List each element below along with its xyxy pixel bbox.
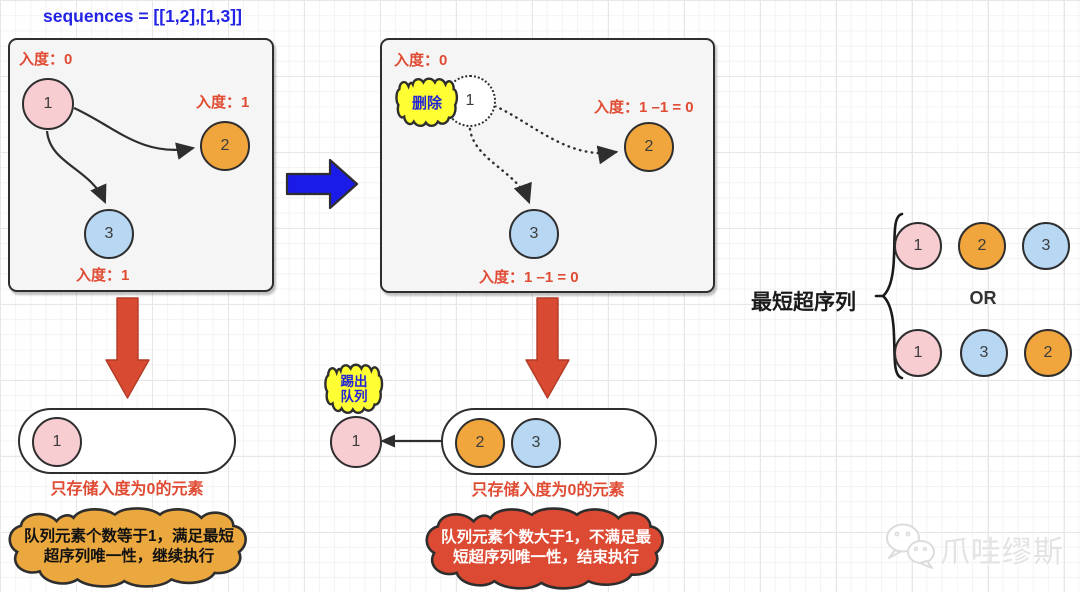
graph-after-edges: [468, 104, 619, 205]
page-title: sequences = [[1,2],[1,3]]: [43, 6, 242, 26]
graph-before-node-1: 1: [22, 78, 74, 130]
watermark-text: 爪哇缪斯: [940, 536, 1064, 569]
supersequence-label: 最短超序列: [751, 291, 856, 314]
cloud-shape-icon: [4, 504, 254, 590]
queue-before-caption: 只存储入度为0的元素: [50, 481, 204, 498]
queue-after-item-3: 3: [511, 418, 561, 468]
graph-before-box: 入度：0 入度：1 入度：1 1 2 3: [8, 38, 274, 292]
edge-1-to-3-dotted: [468, 127, 532, 205]
indegree-label-node1: 入度：0: [19, 51, 73, 68]
kick-out-label-line2: 队列: [340, 388, 368, 404]
graph-before-node-3: 3: [84, 209, 134, 259]
delete-label: 删除: [411, 94, 442, 112]
graph-before-node-2: 2: [200, 121, 250, 171]
graph-after-node-3: 3: [509, 209, 559, 259]
queue-before: 1: [18, 408, 236, 474]
callout-stop-cloud: 队列元素个数大于1，不满足最 短超序列唯一性，结束执行: [421, 504, 671, 592]
option1-circle-2: 2: [958, 222, 1006, 270]
dequeue-arrow-icon: [380, 434, 442, 448]
callout-continue-text: 队列元素个数等于1，满足最短 超序列唯一性，继续执行: [4, 504, 254, 590]
graph-before-edges: [45, 106, 196, 205]
cloud-shape-icon: [395, 76, 459, 128]
option2-circle-2: 2: [1024, 329, 1072, 377]
callout-stop-line2: 短超序列唯一性，结束执行: [452, 549, 639, 566]
callout-continue-cloud: 队列元素个数等于1，满足最短 超序列唯一性，继续执行: [4, 504, 254, 590]
kicked-node-1: 1: [330, 416, 382, 468]
kick-out-label: 踢出 队列: [324, 362, 384, 415]
cloud-shape-icon: [324, 362, 384, 415]
indegree-label-node2-after: 入度：1 –1 = 0: [594, 99, 694, 116]
indegree-label-node3-after: 入度：1 –1 = 0: [479, 269, 579, 286]
queue-after-caption: 只存储入度为0的元素: [471, 482, 625, 499]
transition-arrow-icon: [285, 158, 359, 210]
option1-circle-3: 3: [1022, 222, 1070, 270]
graph-after-box: 入度：0 入度：1 –1 = 0 入度：1 –1 = 0 1 2 3 删除: [380, 38, 715, 293]
callout-continue-line1: 队列元素个数等于1，满足最短: [23, 528, 235, 545]
cloud-shape-icon: [421, 504, 671, 592]
or-label: OR: [969, 288, 997, 308]
wechat-icon: [886, 523, 935, 569]
option2-circle-1: 1: [894, 329, 942, 377]
down-arrow-middle-icon: [525, 297, 570, 399]
option2-circle-3: 3: [960, 329, 1008, 377]
kick-out-cloud: 踢出 队列: [324, 362, 384, 415]
edge-1-to-3: [45, 130, 107, 205]
option1-circle-1: 1: [894, 222, 942, 270]
down-arrow-left-icon: [105, 297, 150, 399]
delete-cloud: 删除: [395, 76, 459, 128]
queue-after-item-2: 2: [455, 418, 505, 468]
queue-before-item-1: 1: [32, 417, 82, 467]
graph-after-node-2: 2: [624, 122, 674, 172]
indegree-label-node1-after: 入度：0: [394, 52, 448, 69]
edge-1-to-2: [73, 106, 196, 160]
indegree-label-node2: 入度：1: [196, 94, 250, 111]
callout-stop-text: 队列元素个数大于1，不满足最 短超序列唯一性，结束执行: [421, 504, 671, 592]
callout-stop-line1: 队列元素个数大于1，不满足最: [440, 529, 652, 546]
indegree-label-node3: 入度：1: [76, 267, 130, 284]
queue-after: 2 3: [441, 408, 657, 475]
kick-out-label-line1: 踢出: [340, 373, 368, 389]
edge-1-to-2-dotted: [493, 104, 619, 165]
callout-continue-line2: 超序列唯一性，继续执行: [43, 548, 215, 565]
